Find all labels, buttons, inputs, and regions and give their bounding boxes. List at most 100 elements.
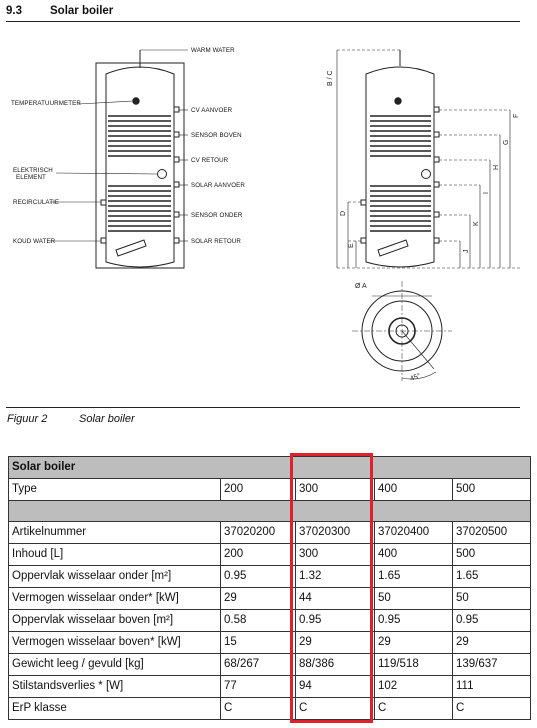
row-cell: 44: [295, 587, 375, 610]
row-label: Gewicht leeg / gevuld [kg]: [8, 653, 221, 676]
type-label: Type: [8, 478, 221, 501]
left-electric-element: [157, 169, 167, 179]
dim-g: G: [503, 140, 510, 145]
row-cell: 1.32: [295, 565, 375, 588]
right-boiler-tank: [365, 66, 435, 268]
right-cold-water-diffuser: [377, 239, 409, 257]
section-number: 9.3: [6, 5, 22, 17]
row-cell: 94: [295, 675, 375, 698]
row-cell: 400: [374, 543, 453, 566]
row-cell: 119/518: [374, 653, 453, 676]
figure-caption: Figuur 2 Solar boiler: [7, 413, 135, 425]
dimension-verticals: [336, 50, 511, 268]
left-cold-water-diffuser: [115, 239, 147, 257]
row-label: Inhoud [L]: [8, 543, 221, 566]
row-label: ErP klasse: [8, 697, 221, 720]
row-cell: 0.95: [374, 609, 453, 632]
top-view: [352, 281, 452, 381]
left-upper-coil: [108, 115, 171, 157]
row-cell: C: [220, 697, 296, 720]
right-connections: [360, 106, 440, 244]
left-thermometer: [132, 97, 140, 105]
dimension-lines: [337, 49, 520, 269]
type-cell: 200: [220, 478, 296, 501]
dim-bc: B / C: [327, 70, 334, 86]
row-cell: 0.95: [295, 609, 375, 632]
boiler-technical-drawing: WARM WATER CV AANVOER SENSOR BOVEN CV RE…: [11, 47, 520, 383]
dim-k: K: [473, 221, 480, 226]
row-label: Vermogen wisselaar boven* [kW]: [8, 631, 221, 654]
caption-rule: [6, 407, 520, 408]
table-row: Inhoud [L] 200 300 400 500: [8, 543, 532, 566]
right-lower-coil: [370, 185, 431, 232]
table-title-row: Solar boiler: [7, 456, 532, 479]
table-row: Vermogen wisselaar onder* [kW] 29 44 50 …: [8, 587, 532, 610]
row-cell: 29: [374, 631, 453, 654]
table-row: ErP klasse C C C C: [8, 697, 532, 720]
row-cell: C: [374, 697, 453, 720]
row-cell: 200: [220, 543, 296, 566]
label-solar-retour: SOLAR RETOUR: [191, 238, 241, 245]
left-boiler-outline: [95, 62, 185, 269]
dim-d: D: [340, 211, 347, 216]
label-solar-aanvoer: SOLAR AANVOER: [191, 182, 245, 189]
label-recirculatie: RECIRCULATIE: [13, 199, 59, 206]
row-cell: 29: [451, 631, 532, 654]
row-cell: 300: [295, 543, 375, 566]
dim-j: J: [463, 250, 470, 254]
row-label: Oppervlak wisselaar boven [m²]: [8, 609, 221, 632]
table-row: Oppervlak wisselaar boven [m²] 0.58 0.95…: [8, 609, 532, 632]
row-cell: 37020300: [295, 521, 375, 544]
dim-e: E: [348, 243, 355, 248]
table-row: Artikelnummer 37020200 37020300 37020400…: [8, 521, 532, 544]
row-cell: 111: [451, 675, 532, 698]
table-row: Stilstandsverlies * [W] 77 94 102 111: [8, 675, 532, 698]
left-leader-lines-left: [50, 100, 158, 242]
label-temperatuurmeter: TEMPERATUURMETER: [11, 100, 81, 107]
row-cell: 1.65: [374, 565, 453, 588]
row-cell: 37020500: [451, 521, 532, 544]
dim-angle: 45°: [409, 372, 422, 383]
dim-i: I: [483, 192, 490, 194]
row-cell: 50: [451, 587, 532, 610]
row-cell: 139/637: [451, 653, 532, 676]
left-leader-lines-right: [140, 49, 188, 242]
row-cell: 88/386: [295, 653, 375, 676]
row-cell: 68/267: [220, 653, 296, 676]
row-cell: 0.95: [220, 565, 296, 588]
row-label: Oppervlak wisselaar onder [m²]: [8, 565, 221, 588]
type-cell: 500: [451, 478, 532, 501]
header-rule: [6, 21, 520, 22]
row-cell: 77: [220, 675, 296, 698]
label-element: ELEMENT: [16, 174, 46, 181]
table-title: Solar boiler: [7, 456, 532, 479]
type-cell: 400: [374, 478, 453, 501]
dim-diameter: Ø A: [355, 283, 367, 290]
row-cell: 29: [220, 587, 296, 610]
row-cell: 37020200: [220, 521, 296, 544]
left-boiler-tank: [105, 66, 175, 268]
row-label: Vermogen wisselaar onder* [kW]: [8, 587, 221, 610]
row-cell: 500: [451, 543, 532, 566]
section-title: Solar boiler: [50, 5, 114, 17]
row-cell: 102: [374, 675, 453, 698]
label-elektrisch: ELEKTRISCH: [13, 167, 53, 174]
table-row: Oppervlak wisselaar onder [m²] 0.95 1.32…: [8, 565, 532, 588]
table-row: Vermogen wisselaar boven* [kW] 15 29 29 …: [8, 631, 532, 654]
row-cell: 37020400: [374, 521, 453, 544]
figure-title: Solar boiler: [79, 413, 135, 425]
row-cell: 15: [220, 631, 296, 654]
type-cell: 300: [295, 478, 375, 501]
label-koud-water: KOUD WATER: [13, 238, 56, 245]
label-cv-retour: CV RETOUR: [191, 157, 229, 164]
row-cell: 1.65: [451, 565, 532, 588]
row-cell: 29: [295, 631, 375, 654]
label-cv-aanvoer: CV AANVOER: [191, 107, 233, 114]
right-electric-element: [421, 169, 431, 179]
row-cell: 50: [374, 587, 453, 610]
left-lower-coil: [108, 185, 171, 232]
figure-number: Figuur 2: [7, 413, 48, 425]
table-row: Gewicht leeg / gevuld [kg] 68/267 88/386…: [8, 653, 532, 676]
row-label: Artikelnummer: [8, 521, 221, 544]
left-connections: [100, 106, 180, 244]
